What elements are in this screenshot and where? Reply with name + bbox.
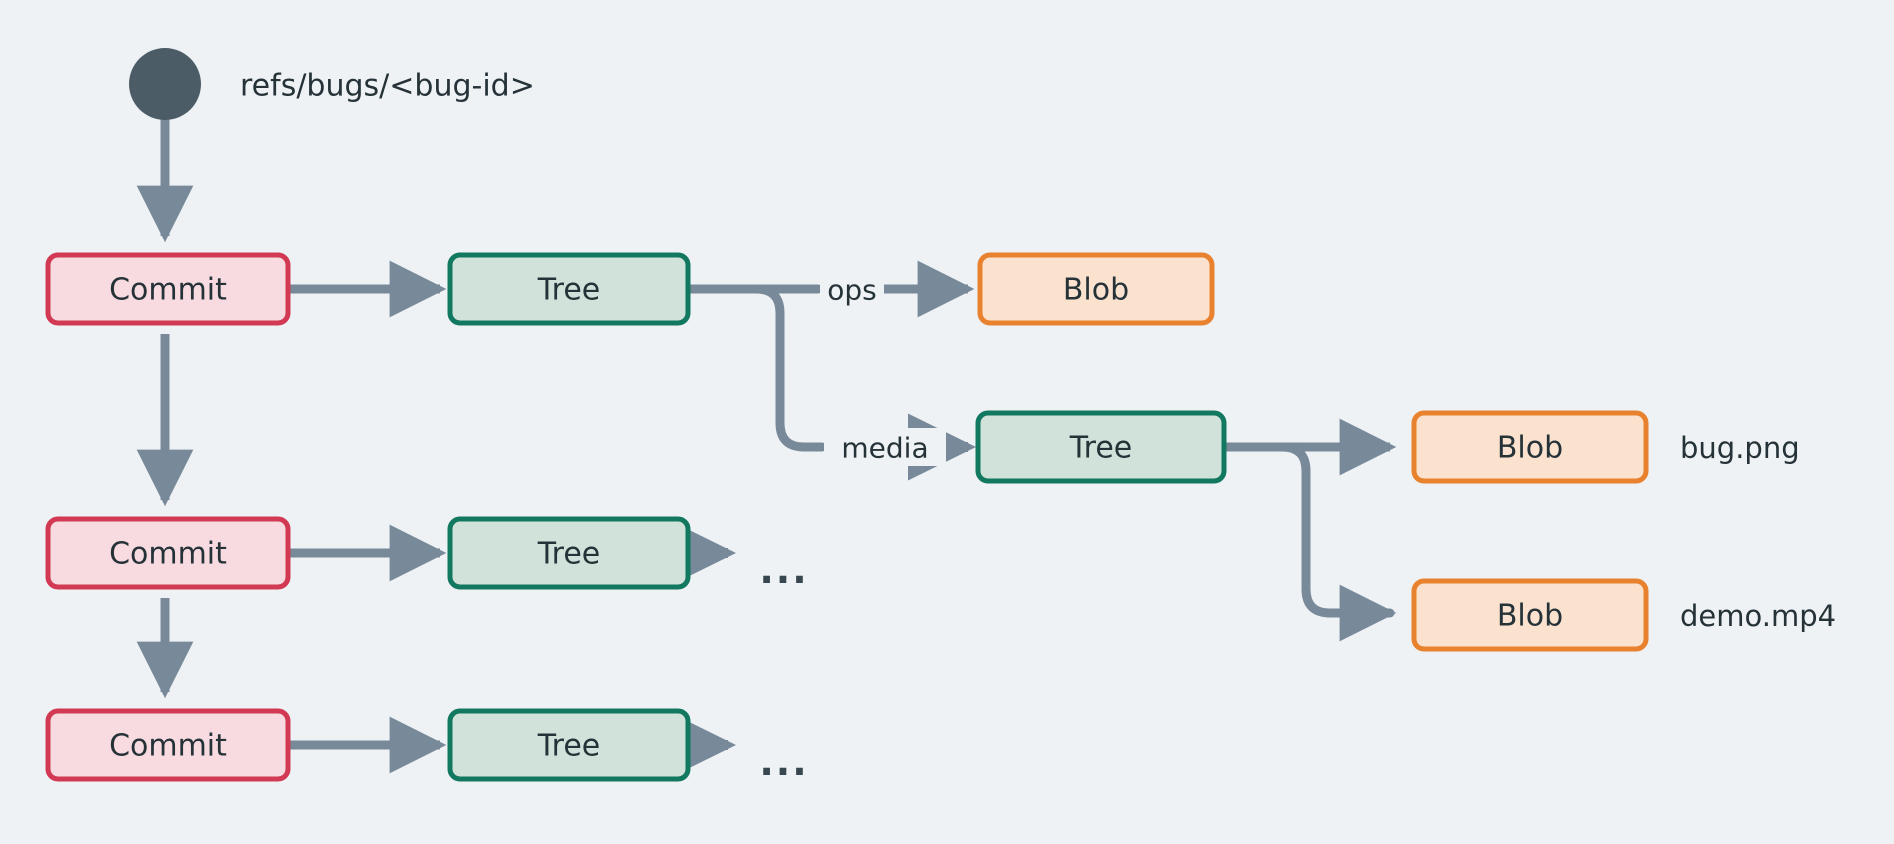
commit-2-box[interactable] <box>45 516 291 590</box>
blob-demo-mp4-box[interactable] <box>1411 578 1649 652</box>
node-blob-ops[interactable]: Blob <box>977 252 1215 326</box>
edge-tree-media-to-blob-demo-mp4 <box>1221 442 1397 642</box>
blob-bug-png-box[interactable] <box>1411 410 1649 484</box>
edge-label-ops: ops <box>827 274 877 307</box>
node-blob-bug-png[interactable]: Blob <box>1411 410 1649 484</box>
node-tree-2[interactable]: Tree <box>447 516 691 590</box>
ellipsis-layer: ... ... <box>759 548 808 784</box>
node-commit-3[interactable]: Commit <box>45 708 291 782</box>
ops-label-backdrop <box>820 270 884 308</box>
blob-demo-mp4-label: Blob <box>1497 599 1563 634</box>
edges-layer <box>136 118 1397 779</box>
tree-1-label: Tree <box>537 273 601 308</box>
media-label-backdrop <box>824 428 946 466</box>
tree-3-box[interactable] <box>447 708 691 782</box>
edge-labels-layer: ops media <box>820 270 946 466</box>
commit-3-box[interactable] <box>45 708 291 782</box>
branch-ref-dot[interactable] <box>129 48 201 120</box>
node-tree-1[interactable]: Tree <box>447 252 691 326</box>
branch-ref-label: refs/bugs/<bug-id> <box>240 69 535 104</box>
node-commit-1[interactable]: Commit <box>45 252 291 326</box>
node-tree-media[interactable]: Tree <box>975 410 1227 484</box>
tree-2-box[interactable] <box>447 516 691 590</box>
ellipsis-tree-3: ... <box>759 740 808 784</box>
tree-media-label: Tree <box>1069 431 1133 466</box>
tree-media-box[interactable] <box>975 410 1227 484</box>
blob-bug-png-label: Blob <box>1497 431 1563 466</box>
file-label-bug-png: bug.png <box>1680 431 1800 465</box>
blob-ops-label: Blob <box>1063 273 1129 308</box>
commit-3-label: Commit <box>109 729 227 764</box>
branch-ref[interactable]: refs/bugs/<bug-id> <box>129 48 535 120</box>
edge-tree-1-to-media-label <box>685 284 827 452</box>
node-tree-3[interactable]: Tree <box>447 708 691 782</box>
tree-1-box[interactable] <box>447 252 691 326</box>
node-blob-demo-mp4[interactable]: Blob <box>1411 578 1649 652</box>
node-commit-2[interactable]: Commit <box>45 516 291 590</box>
tree-2-label: Tree <box>537 537 601 572</box>
commit-2-label: Commit <box>109 537 227 572</box>
blob-ops-box[interactable] <box>977 252 1215 326</box>
commit-1-box[interactable] <box>45 252 291 326</box>
edge-label-media: media <box>841 432 928 465</box>
file-labels-layer: bug.png demo.mp4 <box>1680 431 1836 633</box>
tree-3-label: Tree <box>537 729 601 764</box>
ellipsis-tree-2: ... <box>759 548 808 592</box>
commit-1-label: Commit <box>109 273 227 308</box>
file-label-demo-mp4: demo.mp4 <box>1680 599 1836 633</box>
